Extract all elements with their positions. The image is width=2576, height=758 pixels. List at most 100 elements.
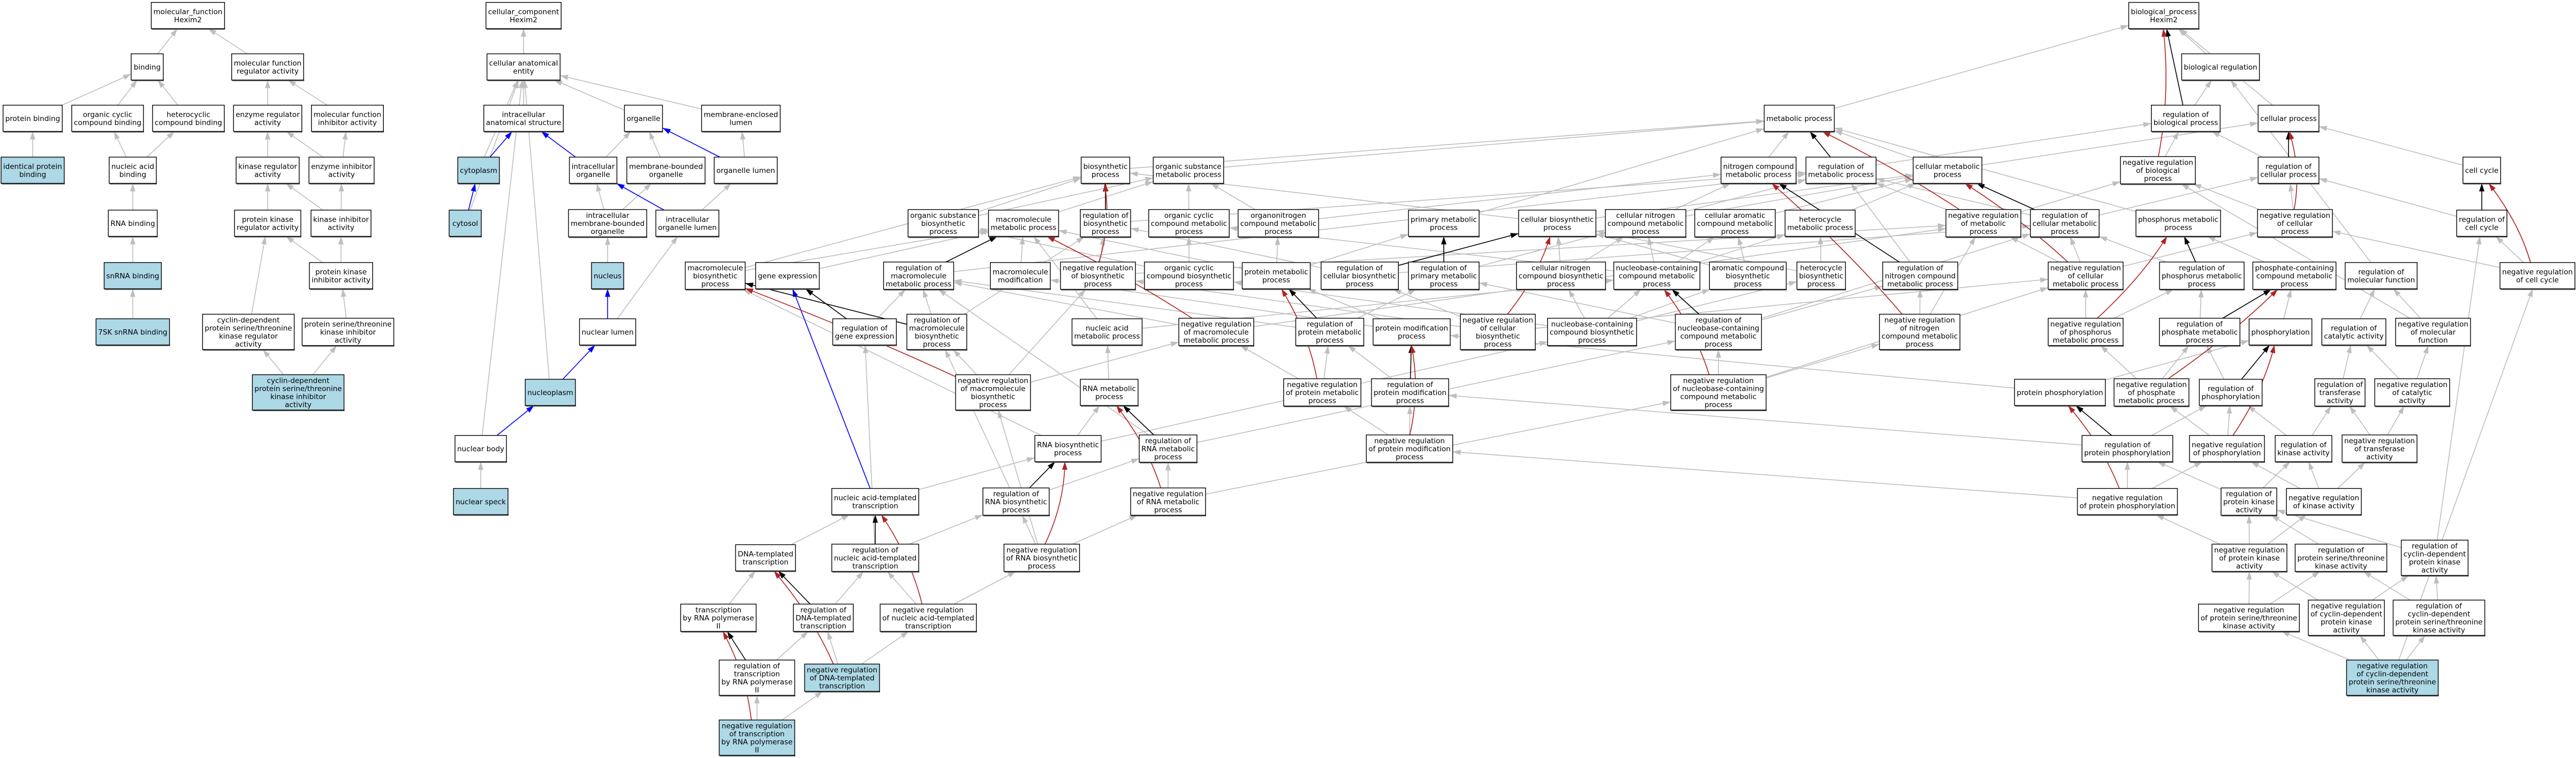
annotated-go-term-node[interactable]: nuclear speck xyxy=(453,488,509,516)
go-term-node[interactable]: organelle xyxy=(624,104,663,133)
annotated-go-term-node[interactable]: nucleus xyxy=(591,262,625,290)
go-term-node[interactable]: binding xyxy=(131,53,164,81)
go-term-node[interactable]: metabolic process xyxy=(1763,104,1835,133)
annotated-go-term-node[interactable]: cytosol xyxy=(449,209,482,238)
go-term-node[interactable]: nuclear lumen xyxy=(579,318,637,346)
go-term-node[interactable]: protein phosphorylation xyxy=(2014,378,2106,407)
go-term-node[interactable]: organelle lumen xyxy=(714,156,778,185)
go-term-node[interactable]: gene expression xyxy=(755,262,820,290)
go-term-node[interactable]: protein binding xyxy=(2,104,63,133)
go-term-node[interactable]: cellular process xyxy=(2257,104,2320,133)
annotated-go-term-node[interactable]: snRNA binding xyxy=(103,262,162,290)
